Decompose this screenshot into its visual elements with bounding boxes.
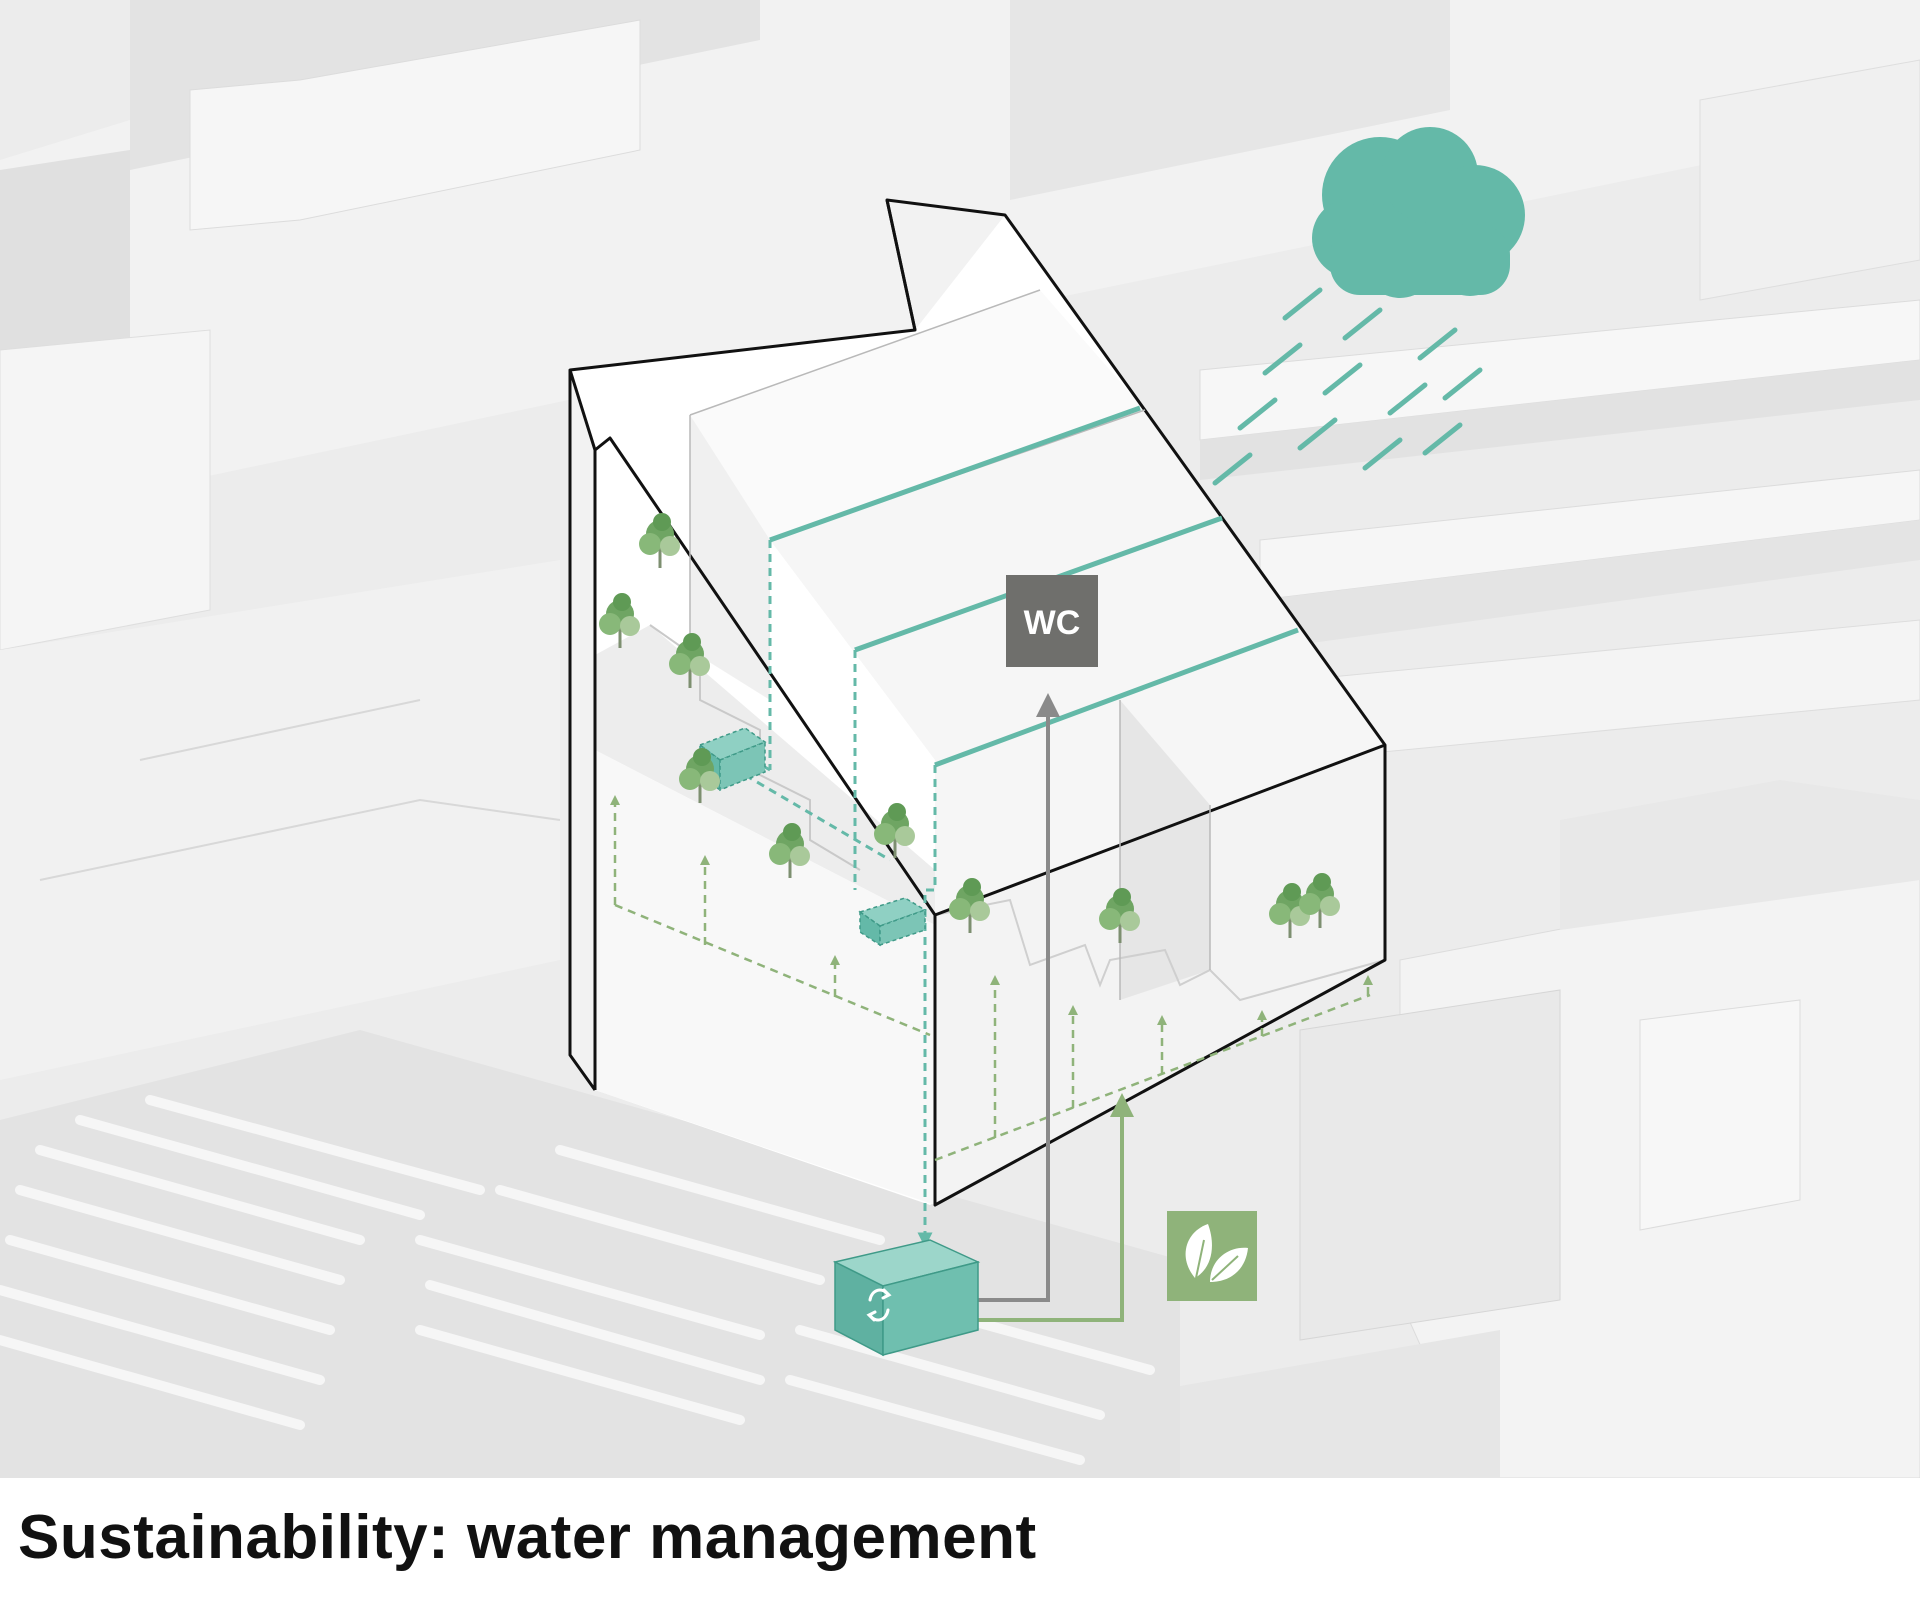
wc-label: WC	[1024, 604, 1081, 642]
wc-sign-icon: WC	[1006, 575, 1098, 667]
water-tank-icon	[832, 1239, 981, 1357]
irrigation-lines	[610, 795, 1373, 1162]
irrigation-supply-arrow	[978, 1093, 1134, 1322]
roof-tank-icon	[698, 727, 767, 792]
terrace-tank-icon	[858, 897, 927, 947]
context-buildings	[0, 0, 1920, 1478]
diagram-caption: Sustainability: water management	[18, 1503, 1037, 1572]
leaf-icon	[1167, 1211, 1257, 1301]
wc-supply-arrow	[978, 693, 1060, 1302]
recycle-icon	[866, 1288, 892, 1322]
water-management-diagram: WC	[0, 0, 1920, 1478]
rain-cloud-icon	[1212, 127, 1525, 486]
rain-drops	[1212, 287, 1483, 486]
caption-bar: Sustainability: water management	[0, 1478, 1920, 1599]
